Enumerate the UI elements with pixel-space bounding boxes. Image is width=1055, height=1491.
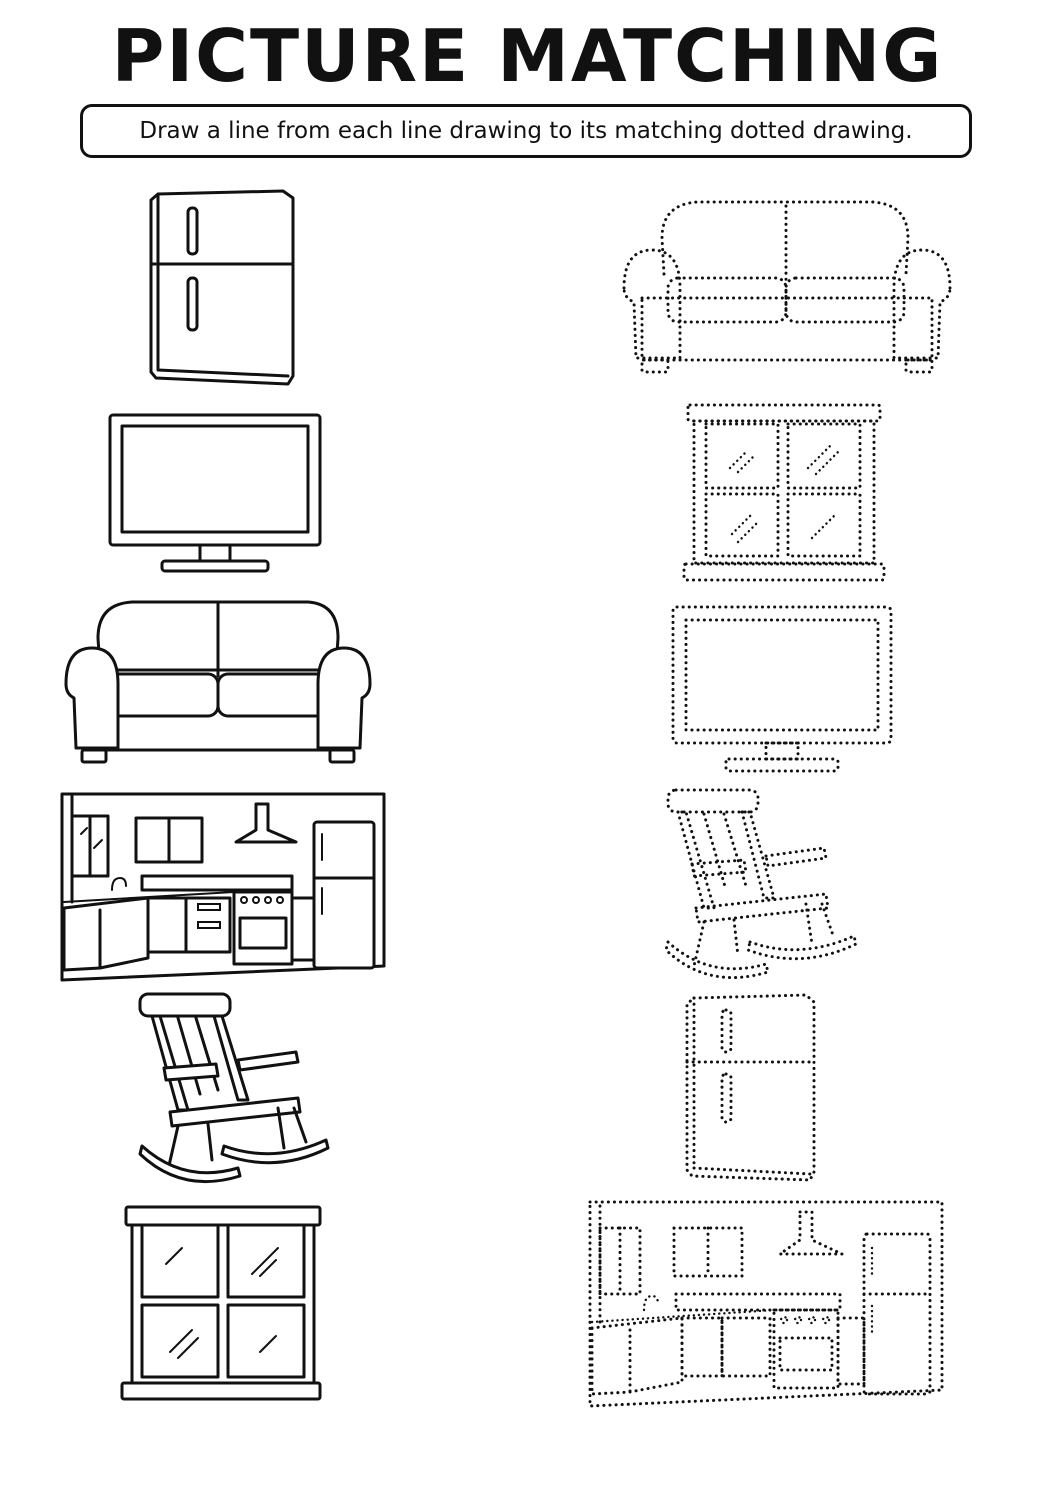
television-dotted-drawing[interactable]	[670, 604, 894, 776]
sofa-line-drawing[interactable]	[62, 598, 374, 768]
television-line-drawing[interactable]	[108, 412, 324, 576]
kitchen-dotted-drawing[interactable]	[586, 1198, 948, 1412]
instruction-text: Draw a line from each line drawing to it…	[139, 118, 913, 144]
rocking-chair-line-drawing[interactable]	[138, 990, 330, 1186]
kitchen-line-drawing[interactable]	[60, 790, 388, 984]
refrigerator-dotted-drawing[interactable]	[684, 992, 820, 1188]
window-dotted-drawing[interactable]	[682, 402, 888, 584]
window-line-drawing[interactable]	[120, 1204, 324, 1402]
refrigerator-line-drawing[interactable]	[148, 186, 298, 391]
worksheet-title: PICTURE MATCHING	[111, 14, 944, 98]
sofa-dotted-drawing[interactable]	[620, 198, 954, 378]
instruction-box: Draw a line from each line drawing to it…	[80, 104, 972, 158]
rocking-chair-dotted-drawing[interactable]	[664, 786, 860, 980]
